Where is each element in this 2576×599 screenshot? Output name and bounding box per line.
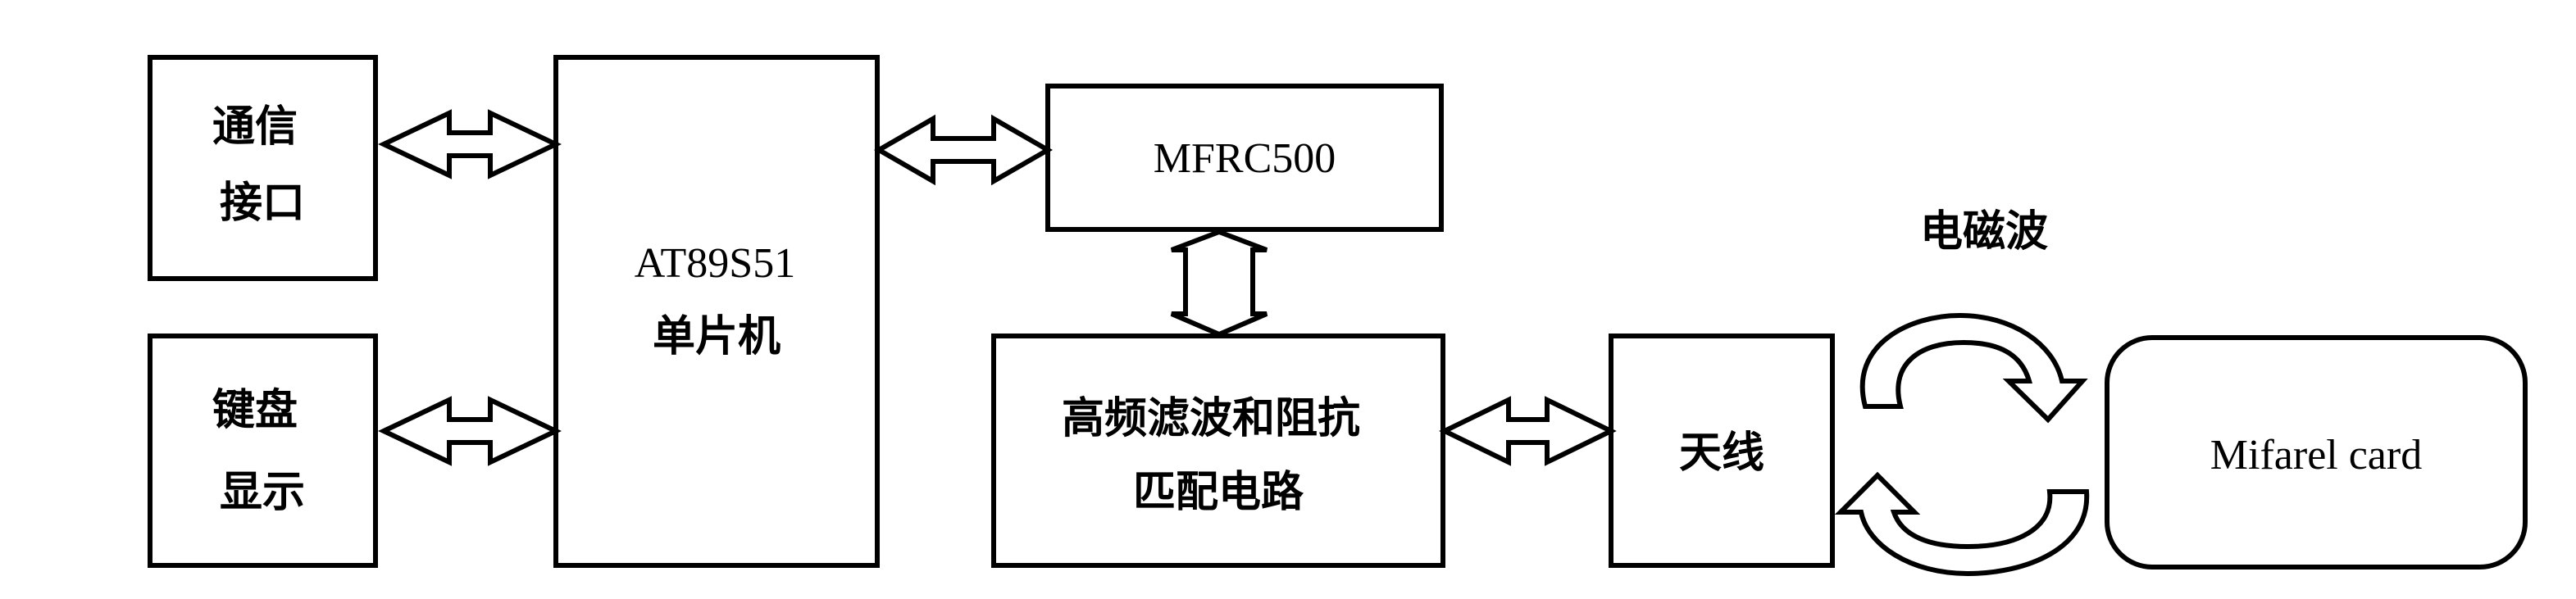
wave-arrow-upper [1859,312,2088,424]
antenna-label: 天线 [1679,429,1764,478]
comm-mcu-double-arrow [378,109,562,179]
mifare-card-block [2105,335,2528,570]
mifare-card-label: Mifarel card [2210,432,2422,479]
em-wave-label: 电磁波 [1920,207,2048,256]
mcu-block [553,55,880,568]
keyboard-display-label: 键盘 显示 [212,386,312,517]
filter-matching-label: 高频滤波和阻抗 匹配电路 [1062,394,1375,517]
mfrc500-label: MFRC500 [1154,135,1336,182]
keyboard-mcu-double-arrow [378,396,562,466]
mfrc500-filter-double-arrow [1170,229,1268,338]
antenna-block [1609,334,1835,568]
mcu-label: AT89S51 单片机 [635,240,799,361]
comm-interface-block [148,55,378,281]
filter-antenna-double-arrow [1439,396,1617,466]
keyboard-display-block [148,334,378,568]
mfrc500-block [1045,84,1444,232]
mcu-mfrc500-double-arrow [873,114,1054,186]
filter-matching-block [991,334,1445,568]
wave-arrow-lower [1834,471,2090,577]
comm-interface-label: 通信 接口 [212,102,312,228]
